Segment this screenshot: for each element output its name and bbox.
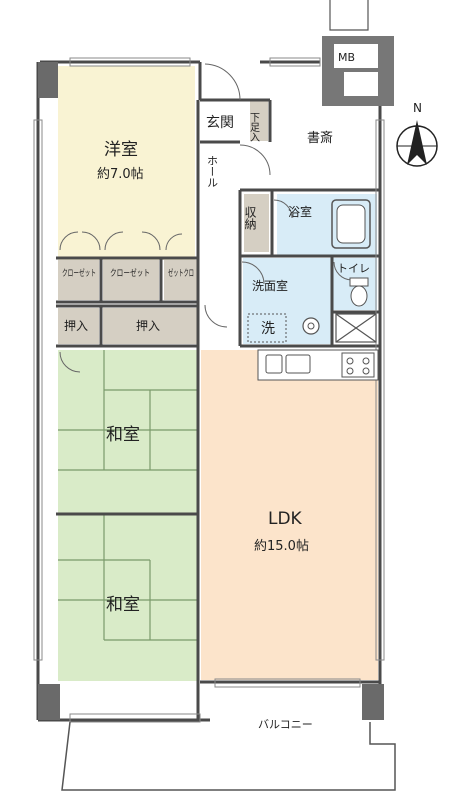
balcony-rail (61, 721, 396, 791)
youshitsu-floor (58, 66, 195, 260)
bathtub-icon (331, 199, 371, 249)
youshitsu-name: 洋室 (104, 140, 138, 160)
compass-north-label: N (413, 101, 422, 115)
kitchen-counter (257, 349, 379, 381)
oshiire2-name: 押入 (136, 319, 160, 333)
shosai-name: 書斎 (307, 130, 333, 146)
closet2-floor (103, 260, 159, 300)
washitsu1-name: 和室 (106, 425, 140, 445)
closet3-name: ゼットクロ (168, 267, 194, 279)
tatami-lines (58, 350, 197, 641)
oshiire1-name: 押入 (64, 319, 88, 333)
washitsu1-floor (58, 350, 197, 513)
toilet-icon (349, 277, 369, 307)
mb-area (322, 0, 394, 106)
sentaku-name: 洗 (261, 321, 275, 337)
getabako-floor (250, 101, 268, 141)
windows (33, 57, 385, 723)
compass-icon (396, 120, 438, 167)
washitsu2-name: 和室 (106, 595, 140, 615)
senmenshitsu-name: 洗面室 (252, 278, 288, 293)
closet1-name: クローゼット (62, 267, 96, 279)
hall-name: ホール (206, 155, 219, 188)
youshitsu-area: 約7.0帖 (97, 167, 144, 182)
genkan-name: 玄関 (206, 114, 234, 131)
ldk-floor (201, 350, 378, 680)
ldk-name: LDK (268, 509, 303, 529)
washitsu2-floor (58, 515, 197, 681)
yokushitsu-name: 浴室 (288, 204, 312, 219)
oshiire2-floor (103, 308, 197, 344)
closet1-floor (58, 260, 99, 300)
shuno-floor (244, 194, 269, 252)
balcony-name: バルコニー (258, 718, 313, 731)
sink-icon (302, 317, 320, 335)
getabako-name: 下足入 (248, 112, 260, 142)
closet3-floor (164, 260, 198, 300)
shuno-name: 収納 (243, 206, 257, 230)
oshiire1-floor (58, 308, 99, 344)
toilet-name: トイレ (337, 262, 370, 275)
ldk-area: 約15.0帖 (254, 539, 309, 554)
closet2-name: クローゼット (110, 267, 150, 279)
pipe-shaft (335, 313, 377, 343)
washer-pan (247, 313, 287, 343)
mb-label: MB (338, 51, 355, 64)
